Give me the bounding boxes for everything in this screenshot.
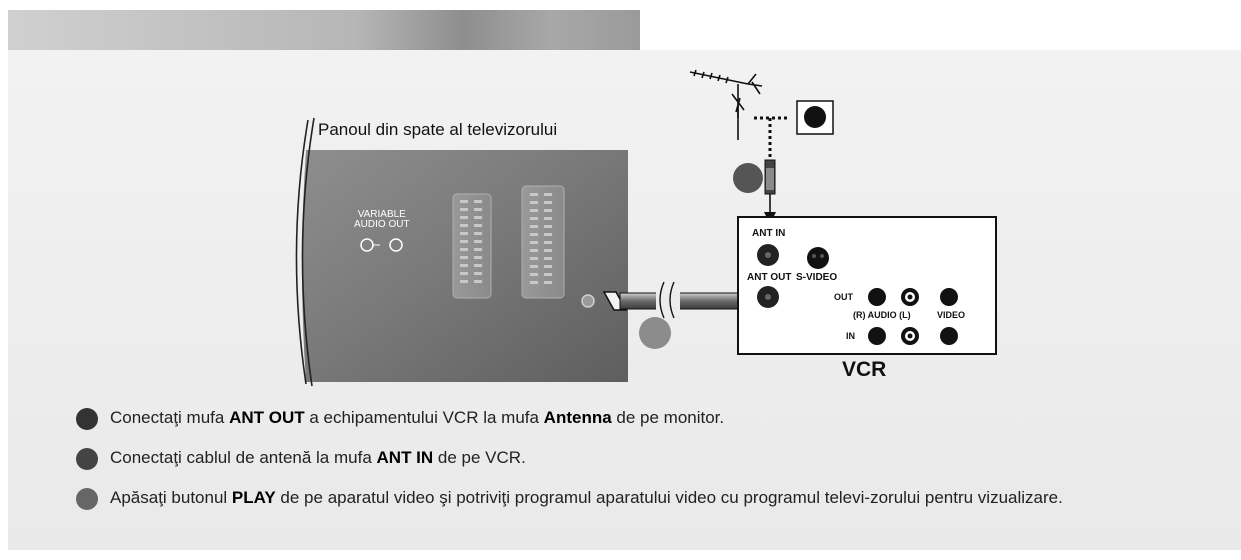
ant-in-label: ANT IN (752, 228, 786, 239)
s-video-label: S-VIDEO (796, 272, 838, 283)
step-2-text: Conectaţi cablul de antenă la mufa ANT I… (110, 446, 1220, 469)
step-fragment: de pe VCR. (433, 448, 526, 467)
video-in-jack-icon (940, 327, 958, 345)
antenna-cable (733, 116, 787, 224)
s-video-jack-icon (807, 247, 829, 269)
audio-in-r-jack-icon (868, 327, 886, 345)
step-emphasis: Antenna (543, 408, 612, 427)
step-3-bullet-icon (76, 488, 98, 510)
scart-pin (460, 248, 468, 251)
step-fragment: de pe aparatul video şi potriviţi progra… (275, 488, 1063, 507)
scart-pin (544, 281, 552, 284)
scart-pin (544, 193, 552, 196)
scart-pin (530, 193, 538, 196)
scart-pin (474, 264, 482, 267)
scart-connector-1 (452, 193, 492, 299)
vcr-title: VCR (842, 358, 887, 381)
step-emphasis: ANT IN (376, 448, 434, 467)
scart-pin (530, 257, 538, 260)
step-2-bullet-icon (76, 448, 98, 470)
antenna-socket-icon (796, 100, 834, 135)
scart-pin (474, 232, 482, 235)
scart-pin (460, 256, 468, 259)
step-fragment: de pe monitor. (611, 408, 725, 427)
scart-pin (544, 241, 552, 244)
out-label: OUT (834, 292, 853, 302)
scart-pin (460, 240, 468, 243)
video-out-jack-icon (940, 288, 958, 306)
step-3-text: Apăsaţi butonul PLAY de pe aparatul vide… (110, 486, 1220, 509)
in-label: IN (846, 331, 855, 341)
scart-pin (474, 240, 482, 243)
scart-pin (460, 264, 468, 267)
scart-pin (474, 280, 482, 283)
variable-audio-out-jacks (360, 238, 403, 252)
ant-out-label: ANT OUT (747, 272, 792, 283)
scart-pin (460, 272, 468, 275)
scart-pin (474, 216, 482, 219)
vcr-rear-panel (737, 216, 997, 355)
scart-pin (474, 208, 482, 211)
scart-pin (474, 224, 482, 227)
scart-pin (544, 225, 552, 228)
step-fragment: Conectaţi mufa (110, 408, 230, 427)
step-fragment: Apăsaţi butonul (110, 488, 232, 507)
scart-pin (460, 280, 468, 283)
step-2-marker (733, 163, 763, 193)
step-fragment: Conectaţi cablul de antenă la mufa (110, 448, 377, 467)
scart-pin (530, 281, 538, 284)
scart-pin (530, 217, 538, 220)
video-label: VIDEO (937, 310, 966, 320)
header-bar (8, 10, 640, 50)
scart-pin (460, 200, 468, 203)
step-emphasis: PLAY (231, 488, 276, 507)
scart-pin (544, 201, 552, 204)
scart-pin (474, 200, 482, 203)
scart-pin (474, 256, 482, 259)
variable-audio-out-label: VARIABLE AUDIO OUT (354, 209, 410, 230)
scart-pin (544, 257, 552, 260)
antenna-icon (689, 69, 763, 140)
scart-pin (530, 265, 538, 268)
audio-label: (R) AUDIO (L) (853, 310, 911, 320)
scart-pin (460, 208, 468, 211)
step-1-text: Conectaţi mufa ANT OUT a echipamentului … (110, 406, 1220, 429)
audio-out-r-jack-icon (868, 288, 886, 306)
scart-pin (460, 232, 468, 235)
scart-pin (544, 273, 552, 276)
antenna-jack-icon (581, 294, 595, 308)
step-1-bullet-icon (76, 408, 98, 430)
scart-pin (544, 249, 552, 252)
scart-pin (530, 201, 538, 204)
scart-pin (530, 209, 538, 212)
scart-pin (474, 248, 482, 251)
scart-pin (474, 272, 482, 275)
scart-pin (530, 249, 538, 252)
scart-pin (544, 217, 552, 220)
scart-pin (544, 265, 552, 268)
scart-pin (530, 225, 538, 228)
scart-pin (530, 233, 538, 236)
scart-pin (530, 241, 538, 244)
step-3-marker (639, 317, 671, 349)
scart-pin (544, 233, 552, 236)
tv-panel-label: Panoul din spate al televizorului (318, 120, 558, 139)
scart-connector-2 (521, 185, 565, 299)
scart-pin (544, 209, 552, 212)
scart-pin (530, 273, 538, 276)
scart-pin (460, 216, 468, 219)
step-fragment: a echipamentului VCR la mufa (304, 408, 544, 427)
step-emphasis: ANT OUT (229, 408, 305, 427)
scart-pin (460, 224, 468, 227)
